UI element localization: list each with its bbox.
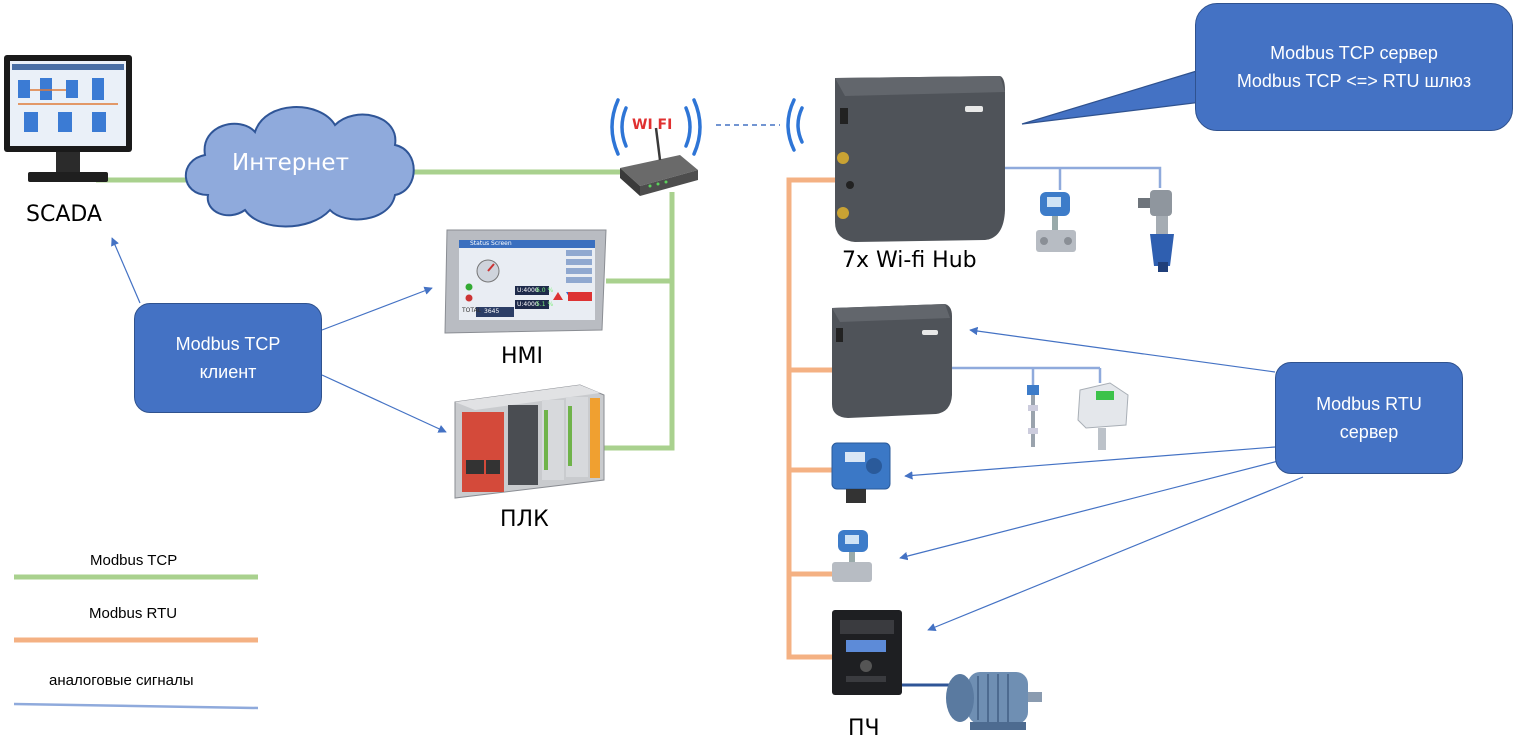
tcp-client-line2: клиент bbox=[199, 362, 257, 382]
modbus-tcp-links bbox=[96, 169, 675, 451]
tcp-server-line2: Modbus TCP <=> RTU шлюз bbox=[1236, 71, 1472, 91]
electric-motor-icon bbox=[946, 672, 1042, 730]
legend-label-analog: аналоговые сигналы bbox=[49, 672, 194, 689]
scada-label: SCADA bbox=[26, 202, 102, 227]
legend-line-analog bbox=[13, 702, 259, 710]
gateway-device-icon bbox=[832, 304, 952, 418]
analog-link-hub-valve bbox=[1005, 166, 1162, 188]
arrow-to-sensor bbox=[904, 446, 1276, 480]
hmi-screen-title: Status Screen bbox=[470, 240, 512, 247]
tcp-server-line1: Modbus TCP сервер bbox=[1270, 43, 1438, 63]
tcp-client-box: Modbus TCP клиент bbox=[134, 303, 322, 413]
legend-label-rtu: Modbus RTU bbox=[89, 605, 178, 622]
plc-label: ПЛК bbox=[500, 507, 549, 532]
arrows bbox=[111, 237, 1304, 632]
valve-actuator-icon bbox=[1138, 190, 1174, 272]
internet-cloud-icon bbox=[184, 106, 415, 228]
arrow-to-vfd bbox=[927, 476, 1304, 632]
hmi-screen-val1: U:4000 bbox=[517, 287, 539, 294]
wifi-router-icon bbox=[620, 127, 698, 196]
plc-icon bbox=[454, 384, 605, 499]
arrow-to-hmi bbox=[321, 286, 433, 331]
rtu-bus-trunk bbox=[786, 177, 835, 660]
hub-label: 7x Wi-fi Hub bbox=[842, 248, 977, 273]
vfd-drive-icon bbox=[832, 610, 902, 695]
arrow-to-plc bbox=[321, 374, 447, 433]
rtu-server-box: Modbus RTU сервер bbox=[1275, 362, 1463, 474]
analog-links bbox=[902, 166, 1162, 687]
rtu-server-line2: сервер bbox=[1339, 422, 1399, 442]
wifi-waves-icon bbox=[610, 98, 804, 156]
hmi-screen-readout1: 6.0 % bbox=[536, 287, 554, 294]
blue-sensor-icon bbox=[831, 442, 891, 503]
modbus-rtu-bus bbox=[786, 177, 835, 660]
scada-monitor-icon bbox=[4, 55, 132, 182]
hmi-panel-icon bbox=[444, 229, 607, 334]
hmi-screen-val2: U:4000 bbox=[517, 301, 539, 308]
pressure-transmitter-icon bbox=[1036, 192, 1076, 252]
hmi-screen-total-label: TOTAL bbox=[462, 307, 482, 314]
hmi-screen-readout2: 5.1 % bbox=[536, 301, 554, 308]
legend-label-tcp: Modbus TCP bbox=[90, 552, 178, 569]
tcp-server-box: Modbus TCP сервер Modbus TCP <=> RTU шлю… bbox=[1195, 3, 1513, 131]
callout-tail bbox=[1021, 69, 1203, 125]
arrow-to-gateway bbox=[969, 326, 1276, 373]
vfd-label: ПЧ bbox=[848, 716, 880, 741]
level-probe-icon bbox=[1027, 385, 1039, 447]
wifi-badge-label: WI FI bbox=[632, 117, 673, 133]
internet-label: Интернет bbox=[232, 150, 349, 176]
rtu-server-line1: Modbus RTU bbox=[1316, 394, 1422, 414]
hmi-screen-total-value: 3645 bbox=[484, 308, 500, 315]
tcp-link-router-plc bbox=[604, 192, 675, 451]
arrow-to-transmitter bbox=[899, 457, 1291, 561]
temperature-display-icon bbox=[1077, 382, 1129, 450]
small-transmitter-icon bbox=[832, 530, 872, 582]
tcp-client-line1: Modbus TCP bbox=[175, 334, 281, 354]
wifi-hub-icon bbox=[835, 76, 1005, 242]
hmi-label: HMI bbox=[501, 344, 544, 369]
arrow-to-scada bbox=[111, 237, 141, 304]
